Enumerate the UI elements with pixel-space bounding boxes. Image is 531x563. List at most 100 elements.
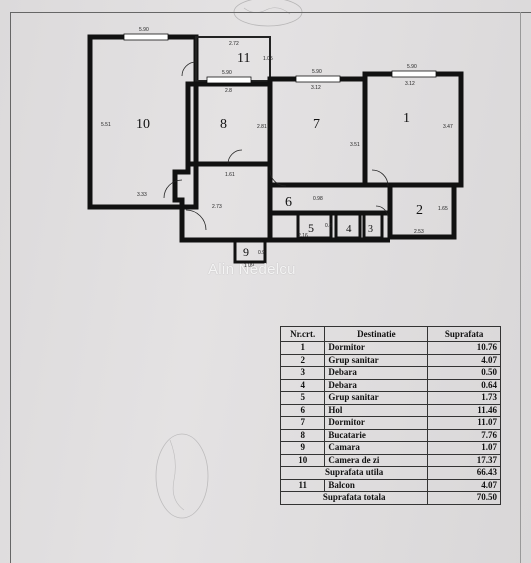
window-label-living: 5.90 <box>139 27 149 33</box>
row-area: 17.37 <box>427 453 501 467</box>
dim-r11-top: 2.72 <box>229 41 239 47</box>
balcony-area: 4.07 <box>427 478 501 492</box>
dim-r5-side: 0.8 <box>325 223 332 229</box>
header-nr: Nr.crt. <box>279 326 326 342</box>
row-destination: Grup sanitar <box>324 391 429 405</box>
dim-r7-side: 3.51 <box>350 142 360 148</box>
dim-r10-side: 5.51 <box>101 122 111 128</box>
row-area: 0.50 <box>427 366 501 380</box>
window-label-bedroom-7: 5.90 <box>312 69 322 75</box>
room-label-2: 2 <box>416 203 423 218</box>
room-label-1: 1 <box>403 111 410 126</box>
stamp-mark-bottom <box>155 433 209 519</box>
row-destination: Debara <box>324 378 429 392</box>
dim-r9-side: 0.9 <box>258 250 265 256</box>
dim-r5-bottom: 2.16 <box>298 233 308 239</box>
dim-hall-side: 2.73 <box>212 204 222 210</box>
row-nr: 4 <box>279 378 326 392</box>
room-label-11: 11 <box>237 51 250 66</box>
row-destination: Camara <box>324 441 429 455</box>
row-nr: 9 <box>279 441 326 455</box>
room-label-4: 4 <box>346 223 352 235</box>
row-destination: Grup sanitar <box>324 353 429 367</box>
room-label-10: 10 <box>136 117 150 132</box>
window-bedroom-7 <box>295 75 341 83</box>
row-area: 4.07 <box>427 353 501 367</box>
room-3-outline <box>362 212 384 240</box>
dim-r1-side: 3.47 <box>443 124 453 130</box>
header-destination: Destinatie <box>324 326 429 342</box>
row-nr: 6 <box>279 403 326 417</box>
window-kitchen <box>206 76 252 84</box>
row-nr: 3 <box>279 366 326 380</box>
sheet-frame-inner <box>520 12 521 563</box>
row-destination: Hol <box>324 403 429 417</box>
row-area: 1.07 <box>427 441 501 455</box>
door-bedroom-1 <box>371 169 389 187</box>
row-nr: 2 <box>279 353 326 367</box>
room-label-9: 9 <box>243 245 249 259</box>
useful-area-label: Suprafata utila <box>279 466 429 480</box>
row-destination: Dormitor <box>324 341 429 355</box>
header-area: Suprafata <box>427 326 501 342</box>
useful-area-value: 66.43 <box>427 466 501 480</box>
total-area-label: Suprafata totala <box>279 491 429 505</box>
row-nr: 5 <box>279 391 326 405</box>
dim-r2-side: 1.65 <box>438 206 448 212</box>
balcony-destination: Balcon <box>324 478 429 492</box>
door-entrance <box>185 209 207 231</box>
hall-outline <box>172 164 273 243</box>
dim-r9-bottom: 1.09 <box>244 263 254 269</box>
window-bedroom-1 <box>391 70 437 78</box>
room-9-outline <box>233 238 267 264</box>
dim-r10-bottom: 3.33 <box>137 192 147 198</box>
dim-r8-top: 2.8 <box>225 88 232 94</box>
row-area: 11.46 <box>427 403 501 417</box>
row-area: 0.64 <box>427 378 501 392</box>
dim-r7-top: 3.12 <box>311 85 321 91</box>
dim-r11-side: 1.05 <box>263 56 273 62</box>
room-label-5: 5 <box>308 221 314 235</box>
row-area: 11.07 <box>427 416 501 430</box>
dim-hall-top: 1.61 <box>225 172 235 178</box>
room-5-outline <box>296 212 333 240</box>
row-destination: Camera de zi <box>324 453 429 467</box>
window-living <box>123 33 169 41</box>
row-nr: 10 <box>279 453 326 467</box>
room-label-7: 7 <box>313 117 320 132</box>
stamp-mark-top <box>233 0 303 27</box>
sheet-frame-left <box>10 12 11 563</box>
dim-r2-bottom: 2.53 <box>414 229 424 235</box>
dim-r1-top: 3.12 <box>405 81 415 87</box>
dim-r8-side: 2.81 <box>257 124 267 130</box>
door-bedroom-7 <box>269 169 287 187</box>
row-destination: Dormitor <box>324 416 429 430</box>
window-label-bedroom-1: 5.90 <box>407 64 417 70</box>
dim-r6-side: 0.98 <box>313 196 323 202</box>
table-header-row: Nr.crt. Destinatie Suprafata <box>279 326 501 342</box>
door-balcony <box>181 61 197 77</box>
room-label-8: 8 <box>220 117 227 132</box>
room-4-outline <box>334 212 362 240</box>
row-destination: Bucatarie <box>324 428 429 442</box>
row-area: 10.76 <box>427 341 501 355</box>
row-area: 1.73 <box>427 391 501 405</box>
row-nr: 8 <box>279 428 326 442</box>
room-label-6: 6 <box>285 195 292 210</box>
door-bath <box>375 205 389 219</box>
